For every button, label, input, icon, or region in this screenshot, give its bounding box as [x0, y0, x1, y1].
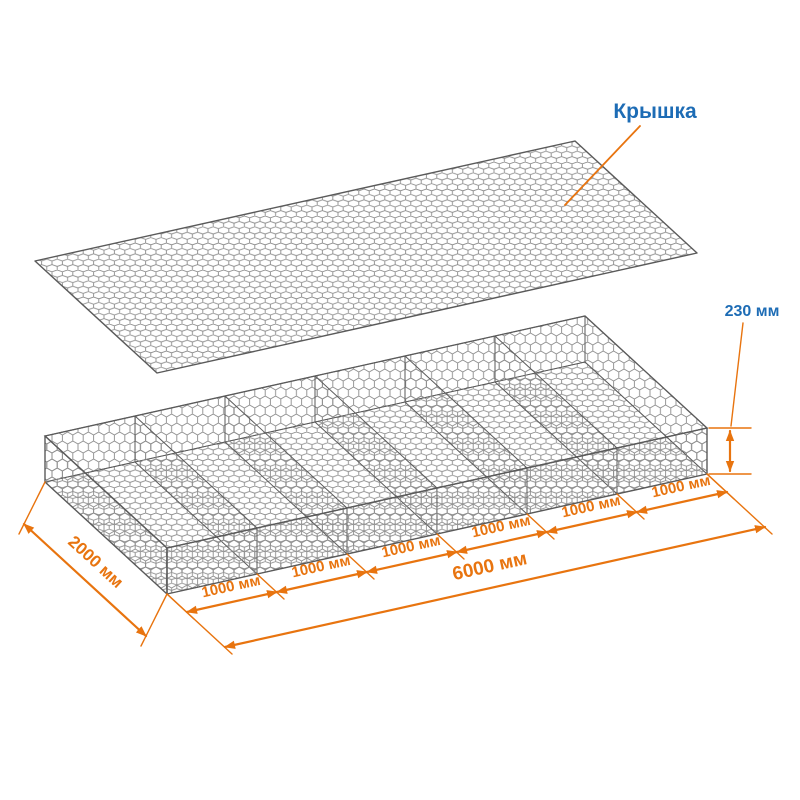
- segment-ext-6: [706, 473, 735, 500]
- segment-arrow-2: [275, 570, 369, 594]
- width-dimension-arrow: [22, 522, 148, 638]
- lid-mesh-panel: [34, 140, 698, 374]
- segment-arrow-6: [635, 490, 729, 514]
- segment-ext-4: [526, 513, 555, 540]
- segment-arrow-5: [545, 510, 639, 534]
- height-dimension-label: 230 мм: [725, 303, 780, 320]
- segment-arrow-4: [455, 530, 549, 554]
- segment-ext-2: [346, 553, 375, 580]
- dimension-lines: [18, 125, 773, 655]
- segment-ext-3: [436, 533, 465, 560]
- height-label-leader: [730, 322, 744, 427]
- blue-labels: Крышка 230 мм: [613, 100, 779, 320]
- total-length-label: 6000 мм: [451, 548, 529, 585]
- width-ext-front: [140, 593, 168, 647]
- segment-arrow-1: [185, 590, 279, 614]
- segment-ext-0: [166, 593, 195, 620]
- lid-label: Крышка: [613, 100, 697, 123]
- segment-ext-5: [616, 493, 645, 520]
- box-group: [43, 315, 709, 595]
- lid-leader-line: [564, 125, 641, 206]
- width-ext-back: [18, 481, 46, 535]
- lid-group: [34, 140, 698, 374]
- length-dimension-arrow: [223, 525, 767, 649]
- box-top-rim: [43, 315, 709, 549]
- segment-arrow-3: [365, 550, 459, 574]
- segment-ext-1: [256, 573, 285, 600]
